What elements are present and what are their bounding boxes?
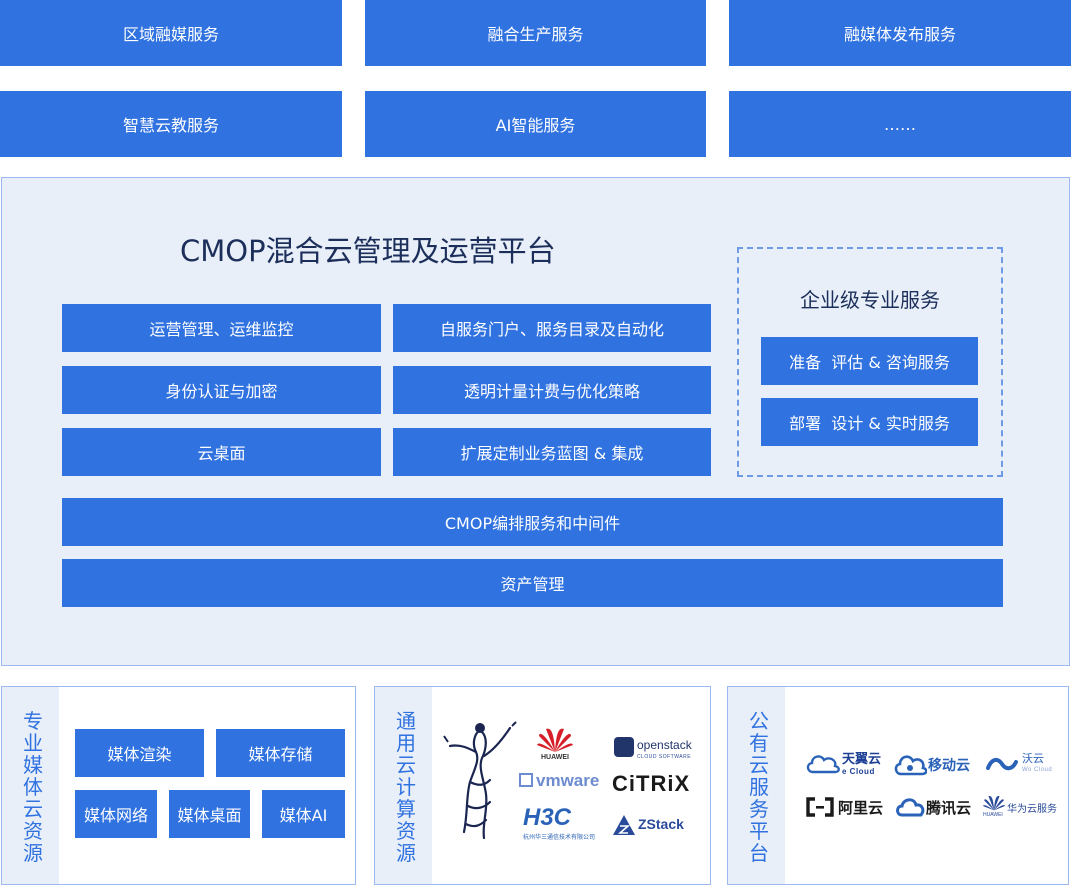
vmware-text: vmware — [536, 771, 600, 790]
statue-figure-icon — [443, 721, 517, 840]
huawei-cloud-subtext: HUAWEI — [983, 812, 1003, 818]
media-item-desktop: 媒体桌面 — [169, 790, 250, 838]
enterprise-item-consulting: 准备 评估 & 咨询服务 — [761, 337, 978, 385]
zstack-text: ZStack — [638, 816, 684, 832]
yidong-cloud-text: 移动云 — [928, 757, 970, 773]
module-self-service-portal: 自服务门户、服务目录及自动化 — [393, 304, 711, 352]
huawei-text: HUAWEI — [541, 754, 569, 761]
huawei-cloud-text: 华为云服务 — [1007, 804, 1057, 815]
enterprise-item-deployment: 部署 设计 & 实时服务 — [761, 398, 978, 446]
tianyi-cloud-text: 天翼云 e Cloud — [842, 751, 882, 776]
media-item-storage: 媒体存储 — [216, 729, 345, 777]
service-tile-media-publishing: 融媒体发布服务 — [729, 0, 1071, 66]
media-item-network: 媒体网络 — [75, 790, 157, 838]
media-resources-label: 专业媒体云资源 — [23, 709, 43, 865]
asset-management-bar: 资产管理 — [62, 559, 1003, 607]
aliyun-bracket-icon — [806, 797, 834, 817]
module-cloud-desktop: 云桌面 — [62, 428, 381, 476]
wo-cloud-text: 沃云 Wo Cloud — [1022, 753, 1053, 774]
enterprise-services-title: 企业级专业服务 — [800, 288, 940, 312]
wo-cloud-icon — [986, 757, 1018, 771]
platform-title: CMOP混合云管理及运营平台 — [180, 234, 556, 268]
vmware-square-icon — [519, 773, 533, 787]
public-cloud-sidebar — [727, 686, 785, 885]
module-metering-billing: 透明计量计费与优化策略 — [393, 366, 711, 414]
yidong-cloud-icon — [894, 755, 927, 776]
service-tile-regional-media: 区域融媒服务 — [0, 0, 342, 66]
openstack-text: openstack CLOUD SOFTWARE — [637, 738, 692, 760]
module-identity-encryption: 身份认证与加密 — [62, 366, 381, 414]
tencent-cloud-text: 腾讯云 — [926, 800, 972, 817]
h3c-text: H3C — [523, 804, 572, 831]
orchestration-bar: CMOP编排服务和中间件 — [62, 498, 1003, 546]
module-blueprint-integration: 扩展定制业务蓝图 & 集成 — [393, 428, 711, 476]
tencent-cloud-icon — [896, 798, 925, 817]
enterprise-services-frame — [737, 247, 1003, 477]
media-item-rendering: 媒体渲染 — [75, 729, 204, 777]
service-tile-more: …… — [729, 91, 1071, 157]
media-resources-panel — [1, 686, 356, 885]
service-tile-ai: AI智能服务 — [365, 91, 706, 157]
citrix-logo: CiTRiX — [612, 771, 691, 796]
huawei-petals-icon — [537, 728, 573, 752]
tianyi-cloud-icon — [806, 755, 840, 774]
public-cloud-label: 公有云服务平台 — [749, 709, 769, 865]
module-ops-monitoring: 运营管理、运维监控 — [62, 304, 381, 352]
openstack-square-icon — [614, 737, 634, 757]
service-tile-smart-education: 智慧云教服务 — [0, 91, 342, 157]
zstack-triangle-icon — [613, 815, 635, 835]
huawei-cloud-petals-icon — [983, 796, 1005, 811]
general-resources-label: 通用云计算资源 — [396, 709, 416, 865]
media-item-ai: 媒体AI — [262, 790, 345, 838]
service-tile-fusion-production: 融合生产服务 — [365, 0, 706, 66]
h3c-subtext: 杭州华三通信技术有限公司 — [523, 835, 596, 841]
aliyun-text: 阿里云 — [838, 800, 884, 817]
